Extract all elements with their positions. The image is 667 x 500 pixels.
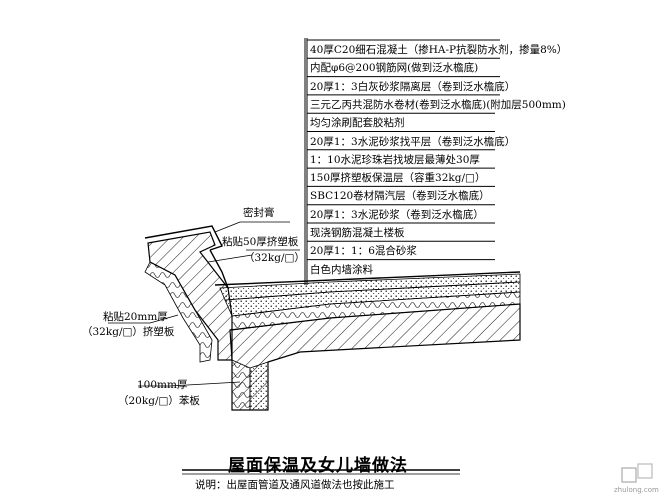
parapet-concrete [147,231,233,361]
parapet-outer-insulation [144,261,213,363]
layer-label: 1：10水泥珍珠岩找坡层最薄处30厚 [310,153,480,166]
layer-label: 现浇钢筋混凝土楼板 [310,227,405,239]
layer-label: 20厚1：3白灰砂浆隔离层（卷到泛水檐底） [310,80,516,93]
watermark-logo-icon [621,463,653,483]
roof-structure [214,271,521,411]
sealant-label: 密封膏 [243,207,275,219]
external-wall-board [249,361,269,411]
board50-label-line1: 粘贴50厚挤塑板 [222,236,299,248]
board20-label-line1: 粘贴20mm厚 [103,311,168,323]
layer-label: 20厚1：3水泥砂浆找平层（卷到泛水檐底） [310,135,516,148]
layer-label: SBC120卷材隔汽层（卷到泛水檐底） [310,190,490,203]
layer-leader-lines [304,38,500,285]
layer-label: 均匀涂刷配套胶粘剂 [310,117,405,130]
parapet-wall [144,225,269,411]
external-wall-insulation [231,359,251,411]
layer-label: 150厚挤塑板保温层（容重32kg/□） [310,172,486,185]
board50-label-line2: （32kg/□） [244,252,305,264]
board20-label-line2: （32kg/□）挤塑板 [82,326,175,338]
layer-label: 三元乙丙共混防水卷材(卷到泛水檐底)(附加层500mm) [310,98,566,111]
board100-label-line2: （20kg/□）苯板 [118,395,200,407]
watermark-text: zhulong.com [614,486,659,494]
drawing-title: 屋面保温及女儿墙做法 [228,456,408,476]
board100-label-line1: 100mm厚 [137,379,188,391]
drawing-subtitle: 说明：出屋面管道及通风道做法也按此施工 [195,479,395,491]
layer-label: 40厚C20细石混凝土（掺HA-P抗裂防水剂，掺量8%） [310,44,568,56]
layer-label: 20厚1：1：6混合砂浆 [310,245,417,258]
title-underline [182,469,460,475]
layer-label: 内配φ6@200钢筋网(做到泛水檐底) [310,62,479,75]
layer-label: 白色内墙涂料 [310,263,373,276]
layer-label: 20厚1：3水泥砂浆（卷到泛水檐底） [310,208,484,221]
annotation-leaders [108,221,300,387]
